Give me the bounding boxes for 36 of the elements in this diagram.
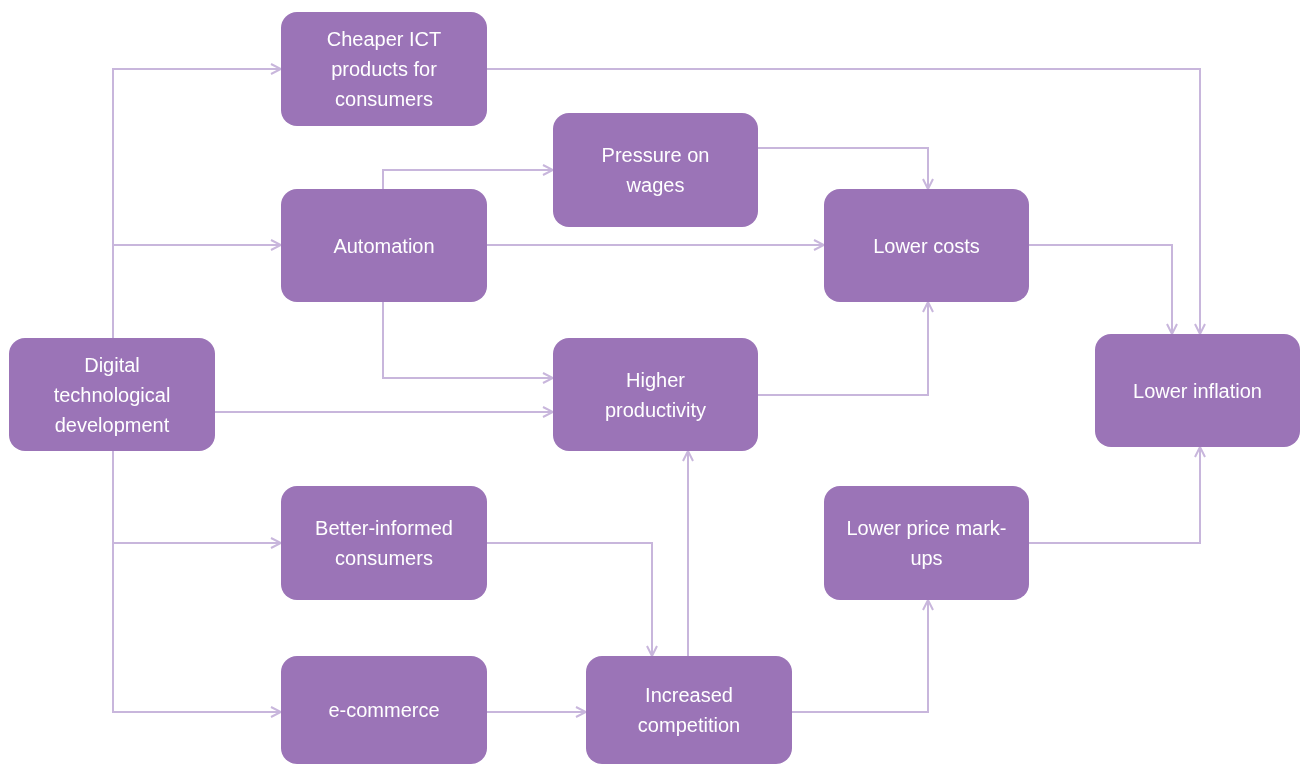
process-box [281, 12, 487, 126]
arrow [757, 301, 934, 396]
arrow [682, 450, 694, 657]
process-box [553, 113, 758, 227]
arrow [486, 706, 587, 718]
arrow [486, 68, 1206, 335]
node-label: e-commerce [328, 698, 440, 723]
arrow [757, 147, 934, 190]
node-label: Cheaper ICT products for consumers [325, 27, 443, 112]
process-box [281, 486, 487, 600]
arrow [382, 164, 554, 190]
arrow [382, 301, 554, 384]
node-label: Lower price mark-ups [846, 516, 1007, 571]
arrow [1028, 446, 1206, 544]
node-label: Higher productivity [603, 367, 708, 423]
process-box [9, 338, 215, 451]
process-box [824, 486, 1029, 600]
process-box [824, 189, 1029, 302]
arrow [214, 406, 554, 418]
node-label: Better-informed consumers [314, 516, 454, 571]
arrow [112, 239, 282, 339]
node-label: Increased competition [636, 683, 742, 738]
process-box [1095, 334, 1300, 447]
arrow [1028, 244, 1178, 335]
process-box [281, 656, 487, 764]
node-label: Automation [333, 233, 435, 259]
process-box [553, 338, 758, 451]
node-label: Lower costs [873, 233, 980, 259]
arrow [486, 542, 658, 657]
node-label: Lower inflation [1133, 378, 1262, 404]
node-label: Digital technological development [52, 352, 172, 438]
arrow [486, 239, 825, 251]
arrow [791, 599, 934, 713]
process-box [586, 656, 792, 764]
node-label: Pressure on wages [600, 143, 711, 198]
process-box [281, 189, 487, 302]
